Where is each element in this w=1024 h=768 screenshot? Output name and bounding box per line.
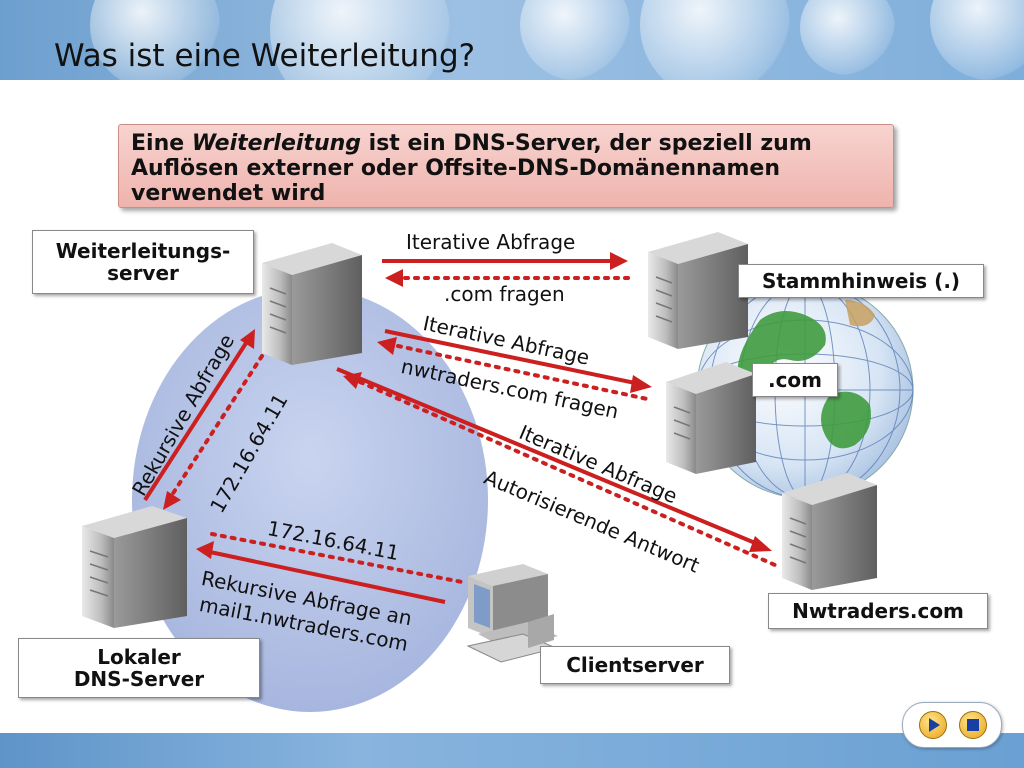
root-hint-label: Stammhinweis (.) — [738, 264, 984, 298]
com-label: .com — [752, 363, 838, 397]
server-icon — [262, 243, 362, 365]
arrowhead — [377, 337, 397, 355]
stop-icon — [967, 719, 979, 731]
server-icon — [782, 473, 877, 590]
arrow-recursive-client — [209, 550, 446, 604]
server-icon — [648, 232, 748, 349]
arrowhead — [610, 252, 628, 270]
play-icon — [929, 718, 940, 732]
slide-navigation — [902, 702, 1002, 748]
slide-title: Was ist eine Weiterleitung? — [54, 38, 476, 74]
arrowhead — [196, 541, 214, 559]
arrow-nwtraders-ask — [396, 344, 654, 402]
arrow-ip-response — [168, 354, 264, 500]
arrowhead — [749, 536, 772, 552]
arrowhead — [163, 491, 181, 510]
arrow-recursive — [143, 338, 250, 502]
arrowhead — [630, 375, 652, 393]
client-computer-icon — [466, 564, 558, 663]
forwarder-label: Weiterleitungs- server — [32, 230, 254, 294]
callout-rest: ist ein DNS-Server, der speziell zum Auf… — [131, 131, 812, 206]
arrow-iterative-com — [384, 329, 641, 386]
client-label: Clientserver — [540, 646, 730, 684]
arrowhead — [385, 269, 403, 287]
arrow-iterative-nwtraders — [336, 367, 761, 547]
definition-callout: Eine Weiterleitung ist ein DNS-Server, d… — [118, 124, 894, 208]
server-icon — [82, 506, 187, 628]
footer-banner — [0, 733, 1024, 768]
header-banner — [0, 0, 1024, 80]
local-dns-label: Lokaler DNS-Server — [18, 638, 260, 698]
nwtraders-label: Nwtraders.com — [768, 593, 988, 629]
server-icon — [666, 362, 756, 474]
callout-emphasis: Weiterleitung — [191, 131, 362, 156]
callout-prefix: Eine — [131, 131, 192, 156]
label-iterative-root: Iterative Abfrage — [406, 230, 576, 254]
arrowhead — [240, 329, 255, 349]
arrow-ip-client — [210, 532, 464, 584]
stop-button[interactable] — [959, 711, 987, 739]
arrowhead — [343, 372, 362, 389]
play-button[interactable] — [919, 711, 947, 739]
label-com-ask: .com fragen — [444, 282, 565, 306]
